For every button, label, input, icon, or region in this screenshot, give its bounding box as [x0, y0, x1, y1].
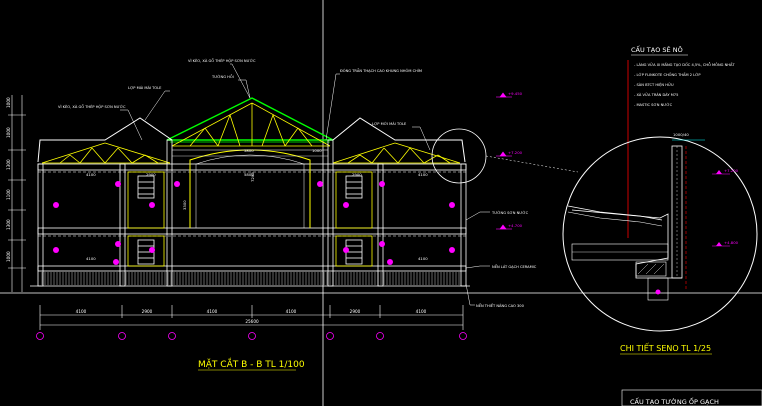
left-door-lower — [127, 235, 165, 267]
bottom-dim-5: 2900 — [350, 309, 361, 314]
hall-arch-inner — [195, 154, 305, 228]
room-dim-3: 5800 — [244, 172, 254, 177]
left-dim-1: 1000 — [6, 97, 11, 108]
leader-lines — [120, 63, 490, 306]
building-section: /* placeholder for hatch generation */ — [30, 60, 629, 287]
floor-dim-1: 4100 — [86, 256, 96, 261]
left-dimension-column — [8, 95, 26, 292]
level-label-2: +7.200 — [508, 150, 523, 155]
left-roof — [37, 117, 173, 163]
seno-detail: 1000/40 +7.200 +4.800 — [562, 132, 758, 332]
room-dim-2: 2900 — [146, 172, 156, 177]
hall-arch — [189, 149, 311, 228]
label-dong-tran: ĐÓNG TRẦN THẠCH CAO KHUNG NHÔM CHÌM — [340, 68, 422, 73]
floor-dim-2: 4100 — [418, 256, 428, 261]
label-nen-thiet: NỀN THIẾT NÂNG CAO 300 — [476, 302, 525, 308]
seno-notes-heading: CẤU TẠO SÊ NÔ — [631, 44, 683, 54]
label-lop-mai-left: LỢP MÁI MÁI TOLE — [128, 85, 162, 90]
level-label-1: +9.450 — [508, 91, 523, 96]
seno-level-2: +4.800 — [724, 240, 739, 245]
label-lop-mai-right: LỢP MỚI MÁI TOLE — [372, 121, 407, 126]
magenta-markers — [53, 181, 455, 265]
left-dim-6: 1000 — [6, 251, 11, 262]
right-truss — [332, 142, 461, 164]
room-dim-5: 4100 — [418, 172, 428, 177]
detail-title: CHI TIẾT SENO TL 1/25 — [620, 342, 711, 353]
bottom-dim-4: 4100 — [286, 309, 297, 314]
roof-slab — [37, 163, 467, 171]
bottom-right-frame — [621, 389, 762, 406]
grid-markers — [36, 332, 467, 340]
foundation-hatch: /* placeholder for hatch generation */ — [41, 272, 460, 285]
seno-level-1: +7.200 — [724, 168, 739, 173]
center-truss — [171, 102, 331, 147]
left-dim-2: 1000 — [6, 127, 11, 138]
label-nen-lat: NỀN LÁT GẠCH CERAMIC — [492, 264, 537, 269]
room-dim-1: 4100 — [86, 172, 96, 177]
level-label-3: +4.700 — [508, 223, 523, 228]
left-dim-5: 1300 — [6, 219, 11, 230]
bottom-dim-total: 25600 — [245, 319, 259, 324]
label-vi-keo-left: VÌ KÈO, XÀ GỒ THÉP HỘP SƠN NƯỚC — [58, 104, 126, 109]
label-tuong-hoi: TƯỜNG HỒI — [211, 74, 234, 79]
seno-note-4: - XÀ VỮA TRÁN DÀY M75 — [634, 92, 678, 97]
detail-circle — [562, 136, 758, 332]
upper-dim-2: 1000 — [312, 148, 322, 153]
seno-note-1: - LÁNG VỮA XI MĂNG TẠO DỐC 4,5%, CHỖ MỎN… — [634, 62, 735, 67]
left-truss — [41, 142, 171, 164]
seno-dim: 1000/40 — [673, 132, 689, 137]
left-dim-3: 1300 — [6, 159, 11, 170]
room-dim-4: 2900 — [352, 172, 362, 177]
bottom-dim-6: 4100 — [416, 309, 427, 314]
main-title: MẶT CẮT B - B TL 1/100 — [198, 357, 305, 370]
hall-height-dim: 7200 — [250, 172, 255, 182]
seno-notes: CẤU TẠO SÊ NÔ - LÁNG VỮA XI MĂNG TẠO DỐC… — [631, 44, 735, 107]
left-dim-4: 1100 — [6, 189, 11, 200]
bottom-dimension-chain — [39, 305, 464, 330]
bottom-dim-2: 2900 — [142, 309, 153, 314]
side-height-dim: 3300 — [182, 200, 187, 210]
label-vi-keo-top: VÌ KÈO, XÀ GỒ THÉP HỘP SƠN NƯỚC — [188, 58, 256, 63]
center-roof — [166, 97, 334, 141]
ground-slab — [37, 265, 467, 272]
level-markers — [496, 92, 512, 230]
upper-dim-1: 5800 — [244, 148, 254, 153]
bottom-right-title: CẤU TẠO TƯỜNG ỐP GẠCH — [630, 396, 719, 406]
seno-note-5: - MASTIC SƠN NƯỚC — [634, 102, 673, 107]
seno-note-2: - LỚP FLINKOTE CHỐNG THẤM 2 LỚP — [634, 72, 701, 77]
label-tuong-son-nuoc: TƯỜNG SƠN NƯỚC — [491, 210, 529, 215]
floor-slab — [37, 227, 467, 235]
bottom-dim-1: 4100 — [76, 309, 87, 314]
bottom-dim-3: 4100 — [207, 309, 218, 314]
columns — [37, 139, 467, 287]
seno-note-3: - SÀN BTCT HIỆN HỮU — [634, 82, 674, 87]
right-window-upper — [335, 171, 373, 229]
right-door-lower — [335, 235, 373, 267]
left-window-upper — [127, 171, 165, 229]
right-roof — [332, 117, 466, 163]
